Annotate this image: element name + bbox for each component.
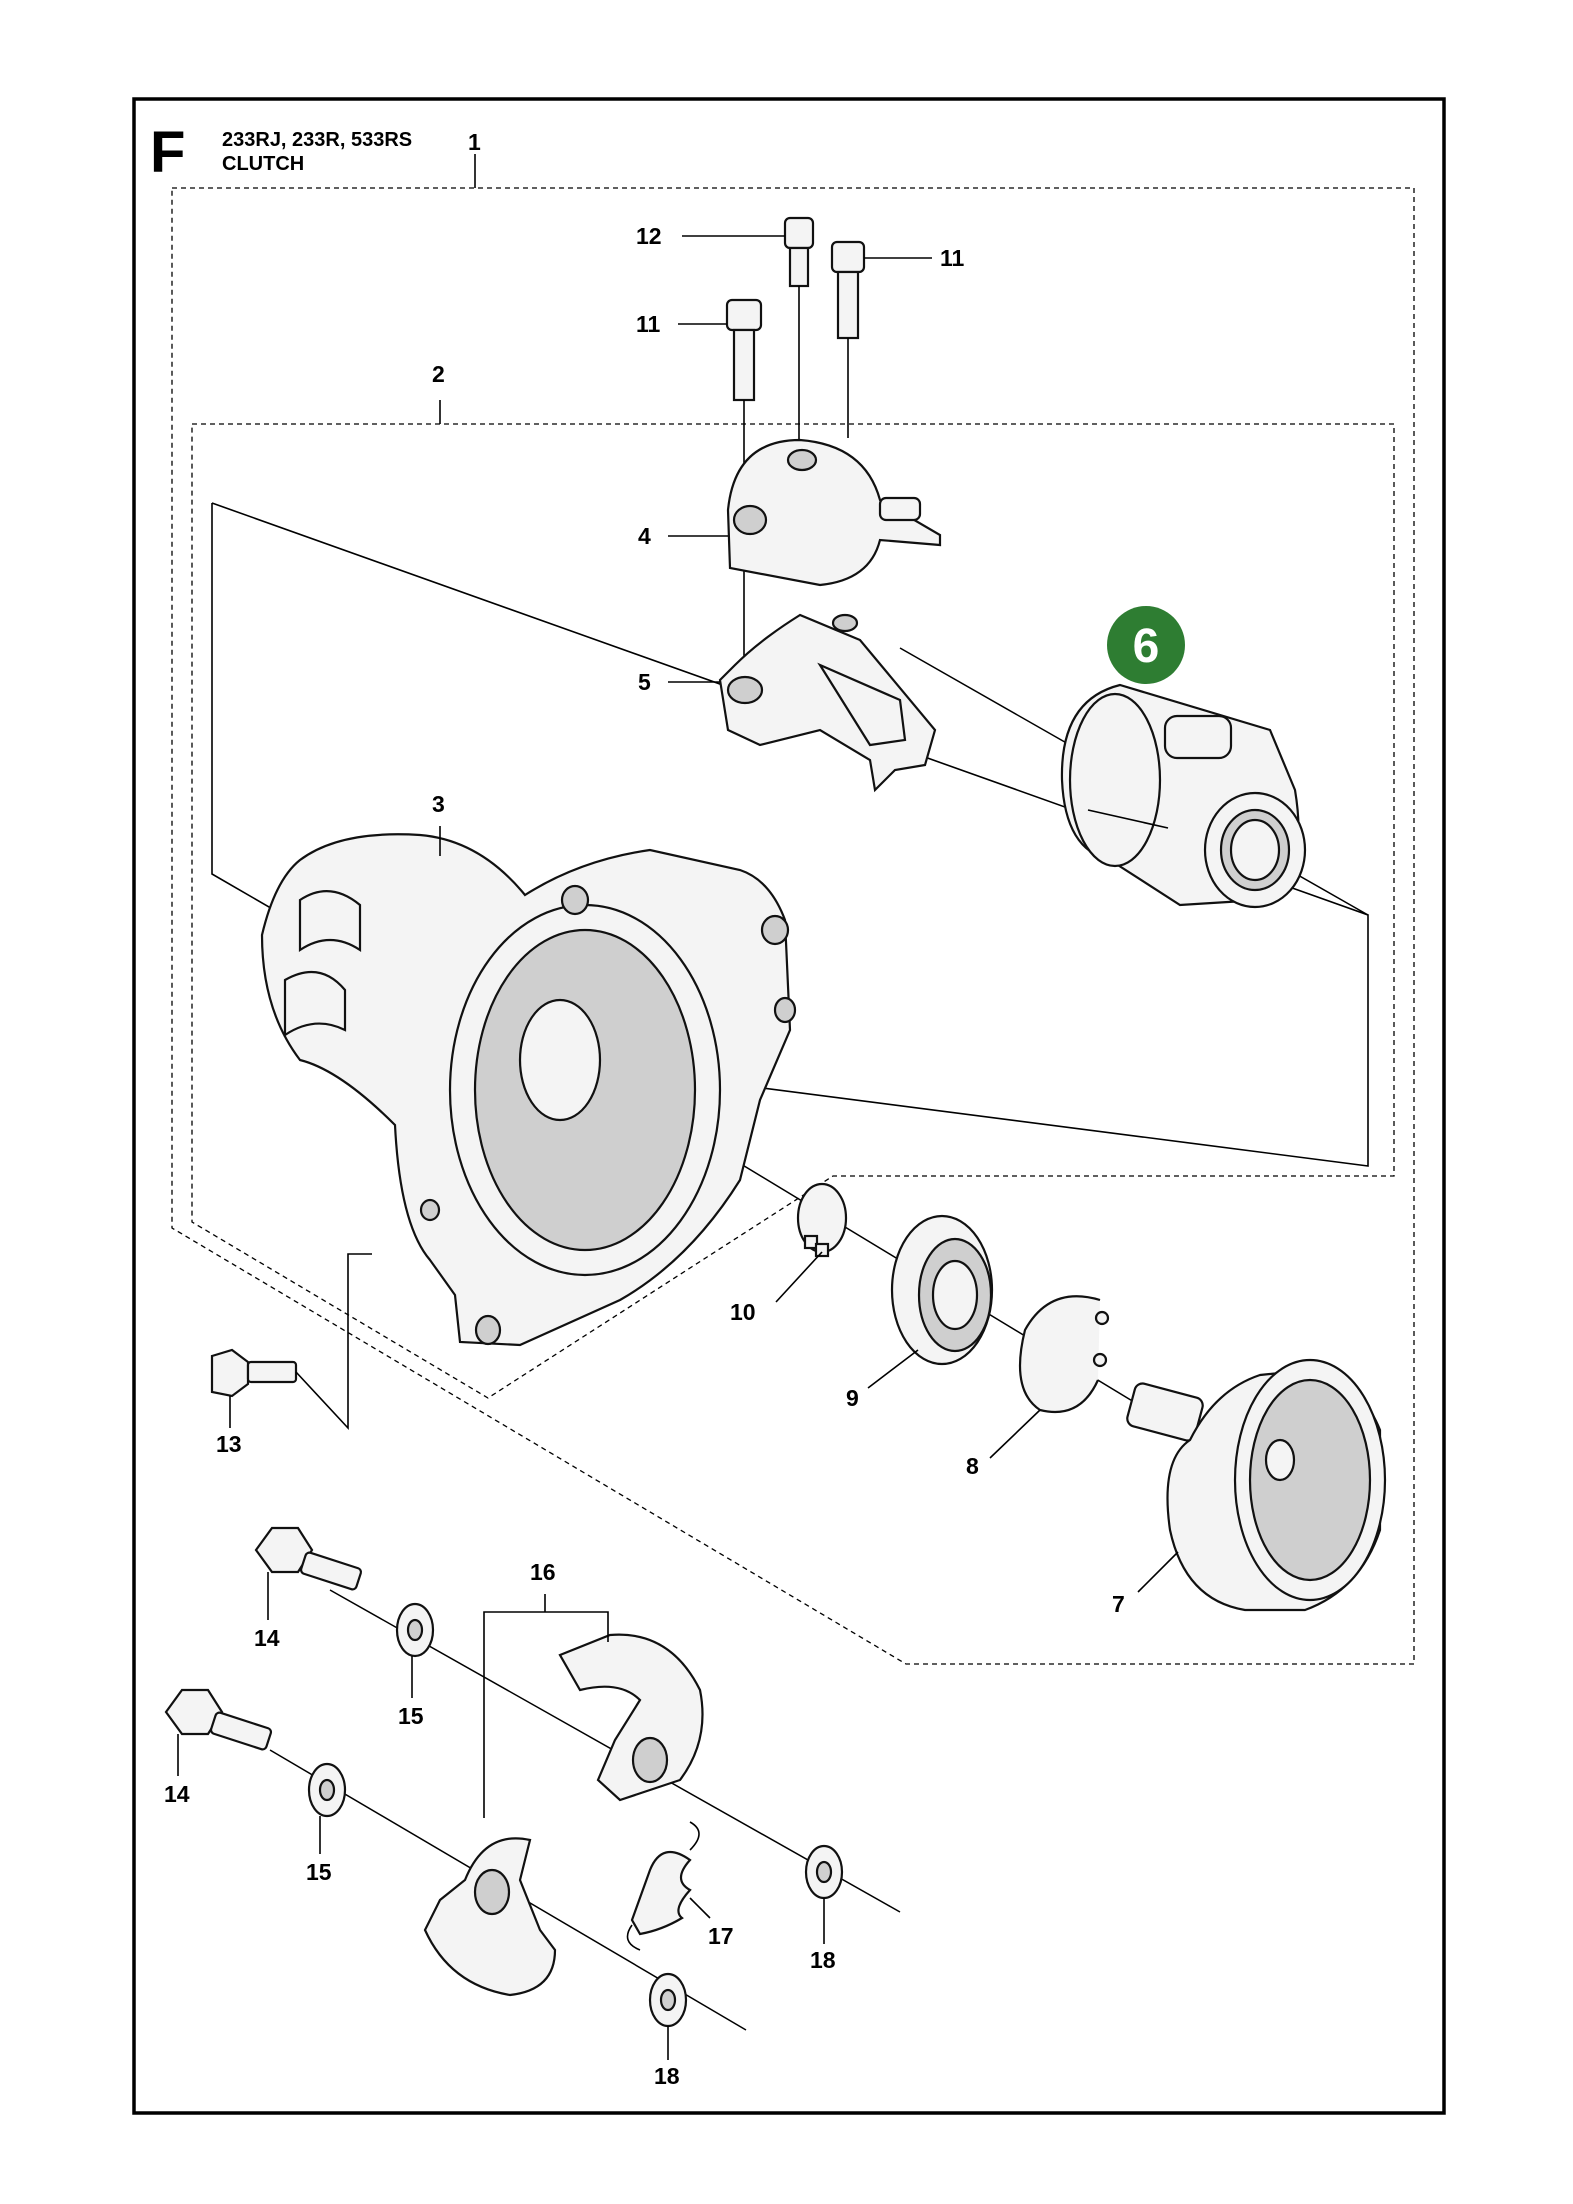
- label-18-lower: 18: [654, 2063, 680, 2089]
- section-title: CLUTCH: [222, 153, 304, 175]
- highlight-badge-circle: [1107, 606, 1185, 684]
- clutch-drum-icon: [1126, 1358, 1387, 1612]
- label-14-lower: 14: [164, 1781, 190, 1807]
- label-13: 13: [216, 1431, 242, 1457]
- label-11-left: 11: [636, 311, 661, 337]
- label-5: 5: [638, 669, 651, 695]
- bearing-icon: [890, 1214, 994, 1366]
- model-list: 233RJ, 233R, 533RS: [222, 129, 412, 151]
- bolt-14-upper-icon: [254, 1526, 363, 1591]
- label-4: 4: [638, 523, 651, 549]
- washer-18-lower-icon: [648, 1972, 688, 2028]
- leader-10: [775, 1251, 823, 1303]
- screw-13-icon: [210, 1253, 372, 1431]
- section-letter: F: [150, 120, 185, 185]
- screw-11-right-icon: [830, 240, 866, 438]
- group-1-outline: [171, 187, 1415, 1665]
- clamp-lower-icon: [718, 613, 937, 793]
- washer-18-right-icon: [804, 1844, 844, 1900]
- label-1: 1: [468, 129, 481, 155]
- label-15-lower: 15: [306, 1859, 332, 1885]
- clutch-shoe-upper-icon: [558, 1633, 704, 1802]
- retaining-ring-icon: [1018, 1295, 1110, 1414]
- label-10: 10: [730, 1299, 756, 1325]
- screw-12-icon: [783, 216, 815, 448]
- label-3: 3: [432, 791, 445, 817]
- group-2-outline: [191, 423, 1395, 1399]
- label-12: 12: [636, 223, 662, 249]
- bushing-icon: [1060, 683, 1307, 909]
- leader-9: [867, 1349, 919, 1389]
- label-18-right: 18: [810, 1947, 836, 1973]
- leader-8: [989, 1409, 1041, 1459]
- label-15-upper: 15: [398, 1703, 424, 1729]
- clutch-housing-icon: [260, 833, 797, 1347]
- page-frame: [132, 97, 1446, 2115]
- clutch-shoe-lower-icon: [423, 1837, 557, 1997]
- label-8: 8: [966, 1453, 979, 1479]
- label-7: 7: [1112, 1591, 1125, 1617]
- washer-15-lower-icon: [307, 1762, 347, 1818]
- label-16: 16: [530, 1559, 556, 1585]
- label-14-upper: 14: [254, 1625, 280, 1651]
- group-16-bracket: [483, 1594, 609, 1818]
- clamp-upper-icon: [726, 438, 942, 587]
- label-9: 9: [846, 1385, 859, 1411]
- leader-17: [689, 1897, 711, 1919]
- label-17: 17: [708, 1923, 734, 1949]
- spring-icon: [626, 1821, 700, 1951]
- leader-7: [1137, 1551, 1179, 1593]
- label-2: 2: [432, 361, 445, 387]
- highlight-badge-number: 6: [1133, 620, 1160, 673]
- highlight-badge: 6: [1107, 606, 1185, 684]
- label-11-right: 11: [940, 245, 965, 271]
- bolt-14-lower-icon: [164, 1688, 273, 1751]
- washer-15-upper-icon: [395, 1602, 435, 1658]
- circlip-10-icon: [796, 1182, 848, 1258]
